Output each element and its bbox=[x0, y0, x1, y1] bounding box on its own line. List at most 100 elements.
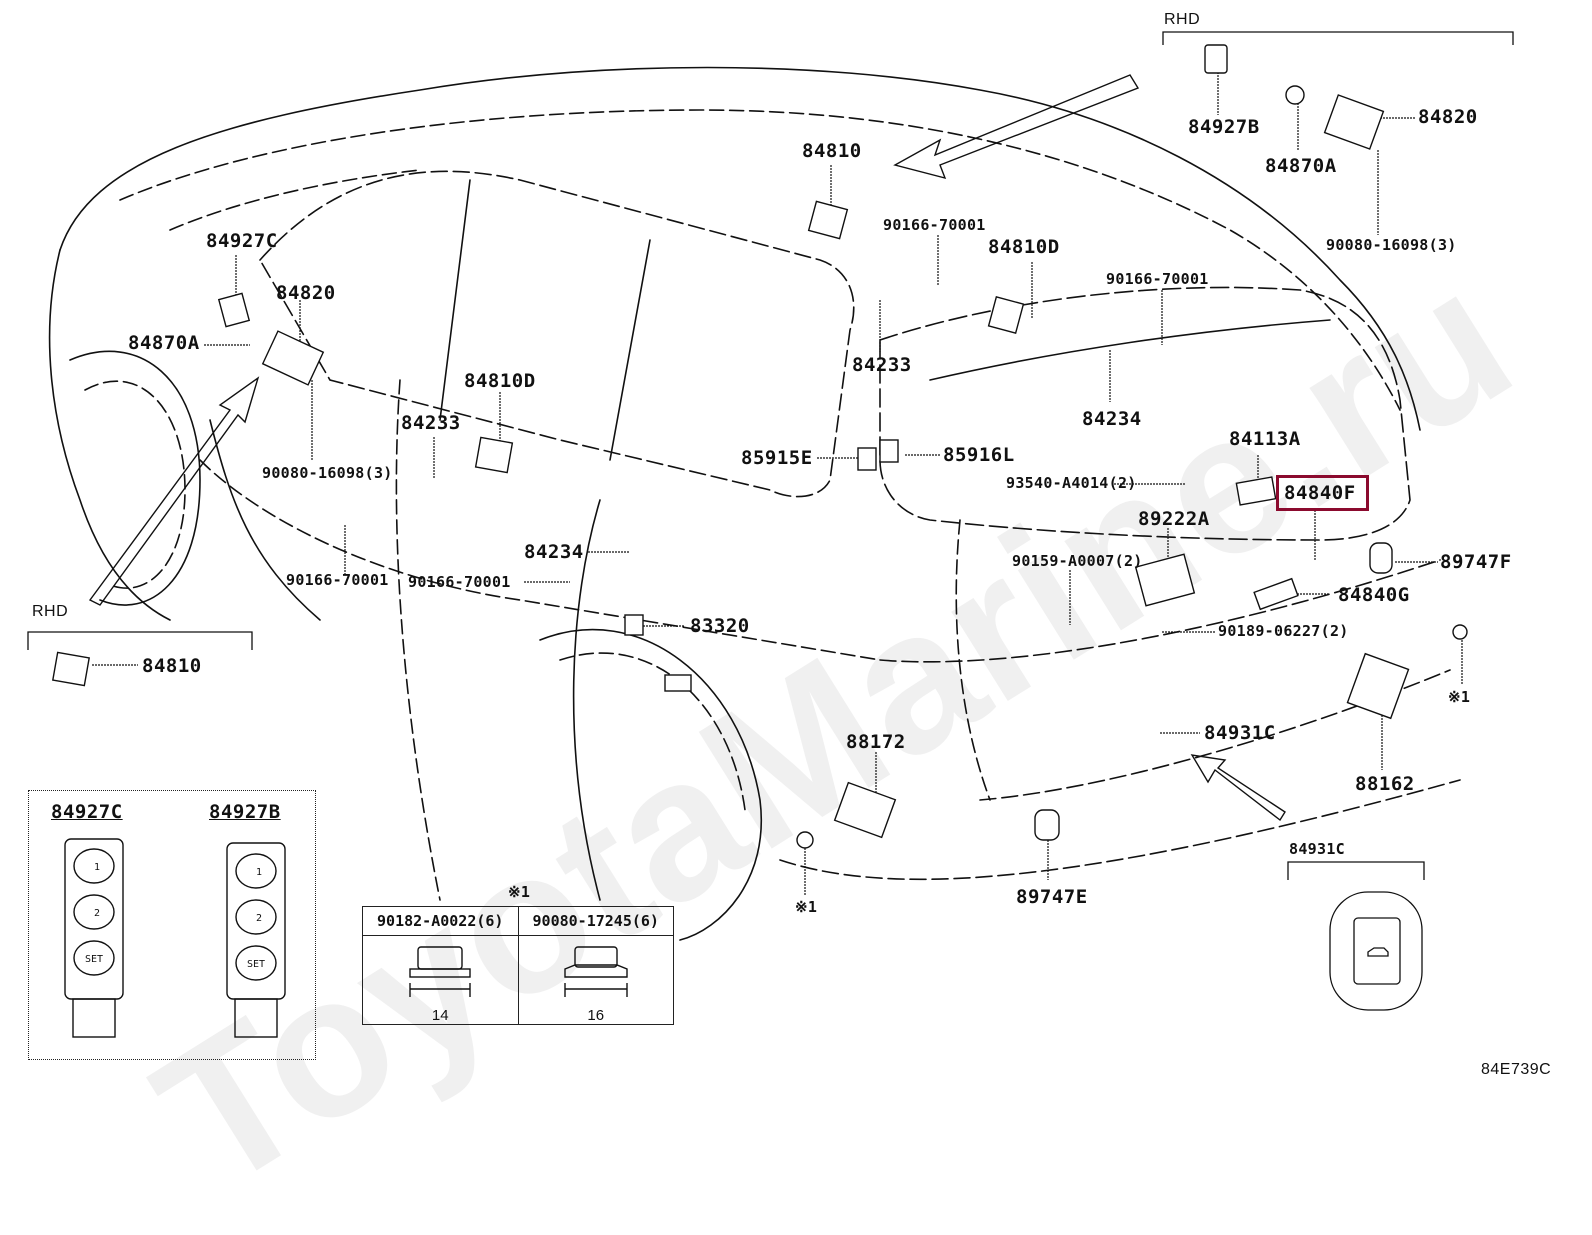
part-label-85916L[interactable]: 85916L bbox=[943, 444, 1015, 466]
roof-outline bbox=[59, 66, 1421, 431]
part-label-84113A[interactable]: 84113A bbox=[1229, 428, 1301, 450]
part-label-88162[interactable]: 88162 bbox=[1355, 773, 1415, 795]
inset-title-84927C[interactable]: 84927C bbox=[51, 801, 123, 823]
part-83320-glyph bbox=[624, 614, 644, 636]
nut-glyph-2 bbox=[1452, 624, 1468, 640]
fastener-note-mark: ※1 bbox=[508, 883, 531, 901]
part-84810D-mid-glyph bbox=[474, 436, 514, 474]
inset-84931C-bracket bbox=[1287, 861, 1425, 880]
fastener-cell-1: 14 bbox=[362, 935, 519, 1025]
part-label-84810-rhd[interactable]: 84810 bbox=[142, 655, 202, 677]
btn-label-2b: 2 bbox=[256, 913, 262, 924]
part-85915E-glyph bbox=[857, 447, 877, 471]
ref-mark-1-left: ※1 bbox=[795, 898, 818, 916]
nut-glyph bbox=[796, 831, 814, 849]
switch-84927B-btn-set bbox=[235, 945, 277, 981]
part-label-89222A[interactable]: 89222A bbox=[1138, 508, 1210, 530]
rhd-label-top: RHD bbox=[1164, 11, 1201, 28]
part-84927C-glyph bbox=[217, 292, 251, 328]
inset-title-84927B[interactable]: 84927B bbox=[209, 801, 281, 823]
part-label-84870A[interactable]: 84870A bbox=[128, 332, 200, 354]
switch-84927B-connector bbox=[234, 998, 278, 1038]
part-label-90189-06227[interactable]: 90189-06227(2) bbox=[1218, 622, 1349, 640]
switch-84927C-connector bbox=[72, 998, 116, 1038]
inset-title-84931C[interactable]: 84931C bbox=[1289, 840, 1345, 858]
switch-84927B-btn-1 bbox=[235, 853, 277, 889]
part-label-88172[interactable]: 88172 bbox=[846, 731, 906, 753]
part-label-84233-top[interactable]: 84233 bbox=[852, 354, 912, 376]
part-label-84927B-rhd[interactable]: 84927B bbox=[1188, 116, 1260, 138]
part-84113A-glyph bbox=[1235, 476, 1277, 506]
car-icon bbox=[1367, 947, 1389, 957]
part-83320-connector-glyph bbox=[664, 674, 692, 692]
part-89222A-glyph bbox=[1134, 553, 1196, 607]
inset-84931C-bezel bbox=[1329, 891, 1423, 1011]
highlight-box bbox=[1276, 475, 1369, 511]
btn-label-set: SET bbox=[85, 954, 103, 965]
part-label-90080-16098-rhd[interactable]: 90080-16098(3) bbox=[1326, 236, 1457, 254]
switch-84927C-btn-set bbox=[73, 940, 115, 976]
btn-label-2: 2 bbox=[94, 908, 100, 919]
part-label-84233-mid[interactable]: 84233 bbox=[401, 412, 461, 434]
part-label-90166-70001-c[interactable]: 90166-70001 bbox=[286, 571, 389, 589]
fastener-dim-1: 14 bbox=[431, 1007, 449, 1024]
fastener-cell-2: 16 bbox=[517, 935, 674, 1025]
part-84870A-rhd-glyph bbox=[1285, 85, 1305, 105]
switch-84927B-btn-2 bbox=[235, 899, 277, 935]
part-88172-glyph bbox=[833, 781, 897, 839]
part-label-83320[interactable]: 83320 bbox=[690, 615, 750, 637]
part-label-84870A-rhd[interactable]: 84870A bbox=[1265, 155, 1337, 177]
switch-84927C-btn-2 bbox=[73, 894, 115, 930]
part-label-84234-mid[interactable]: 84234 bbox=[524, 541, 584, 563]
part-label-90159-A0007[interactable]: 90159-A0007(2) bbox=[1012, 552, 1143, 570]
part-88162-glyph bbox=[1346, 652, 1410, 720]
part-label-90166-70001-a[interactable]: 90166-70001 bbox=[883, 216, 986, 234]
part-label-89747E[interactable]: 89747E bbox=[1016, 886, 1088, 908]
fastener-part-2[interactable]: 90080-17245(6) bbox=[517, 906, 674, 936]
nut-flange-icon bbox=[564, 946, 628, 997]
part-label-84234-top[interactable]: 84234 bbox=[1082, 408, 1142, 430]
part-84810D-glyph bbox=[987, 296, 1025, 334]
part-label-85915E[interactable]: 85915E bbox=[741, 447, 813, 469]
part-label-93540-A4014[interactable]: 93540-A4014(2) bbox=[1006, 474, 1137, 492]
part-label-90080-16098[interactable]: 90080-16098(3) bbox=[262, 464, 393, 482]
part-84810-rhd-glyph bbox=[52, 651, 90, 687]
part-label-90166-70001-d[interactable]: 90166-70001 bbox=[408, 573, 511, 591]
switch-84927C-btn-1 bbox=[73, 848, 115, 884]
nut-flat-icon bbox=[409, 946, 471, 997]
part-89747E-glyph bbox=[1034, 809, 1060, 841]
rhd-label-left: RHD bbox=[32, 603, 69, 620]
part-label-84931C[interactable]: 84931C bbox=[1204, 722, 1276, 744]
part-label-84927C[interactable]: 84927C bbox=[206, 230, 278, 252]
parts-diagram: ToyotaMarine.ru bbox=[27, 11, 1552, 1232]
part-label-84810D-mid[interactable]: 84810D bbox=[464, 370, 536, 392]
part-label-84840G[interactable]: 84840G bbox=[1338, 584, 1410, 606]
part-label-84810[interactable]: 84810 bbox=[802, 140, 862, 162]
btn-label-1: 1 bbox=[94, 862, 100, 873]
part-label-89747F[interactable]: 89747F bbox=[1440, 551, 1512, 573]
part-label-84820[interactable]: 84820 bbox=[276, 282, 336, 304]
figure-code: 84E739C bbox=[1481, 1061, 1552, 1078]
part-84820-rhd-glyph bbox=[1323, 94, 1385, 150]
fastener-part-1[interactable]: 90182-A0022(6) bbox=[362, 906, 519, 936]
part-89747F-glyph bbox=[1369, 542, 1393, 574]
switch-drawings: 1 2 SET 1 2 SET bbox=[64, 838, 286, 1038]
vehicle-line-art bbox=[27, 31, 1514, 1011]
part-label-84810D-top[interactable]: 84810D bbox=[988, 236, 1060, 258]
part-label-84820-rhd[interactable]: 84820 bbox=[1418, 106, 1478, 128]
fastener-dim-2: 16 bbox=[587, 1007, 605, 1024]
part-84840G-glyph bbox=[1253, 577, 1299, 611]
part-84820-glyph bbox=[261, 330, 325, 386]
btn-label-1b: 1 bbox=[256, 867, 262, 878]
rhd-bracket-top bbox=[1162, 31, 1514, 45]
part-84927B-rhd-glyph bbox=[1204, 44, 1228, 74]
part-label-90166-70001-b[interactable]: 90166-70001 bbox=[1106, 270, 1209, 288]
btn-label-setb: SET bbox=[247, 959, 265, 970]
fastener-table: 90182-A0022(6) 90080-17245(6) 14 16 bbox=[362, 906, 674, 1025]
rhd-bracket-left bbox=[27, 631, 253, 650]
part-label-84840F[interactable]: 84840F bbox=[1284, 482, 1356, 504]
inset-84931C-button bbox=[1353, 917, 1401, 985]
ref-mark-1-right: ※1 bbox=[1448, 688, 1471, 706]
inset-seat-memory-switches: 84927C 84927B 1 2 SET 1 2 SET bbox=[28, 790, 316, 1060]
part-85916L-glyph bbox=[879, 439, 899, 463]
